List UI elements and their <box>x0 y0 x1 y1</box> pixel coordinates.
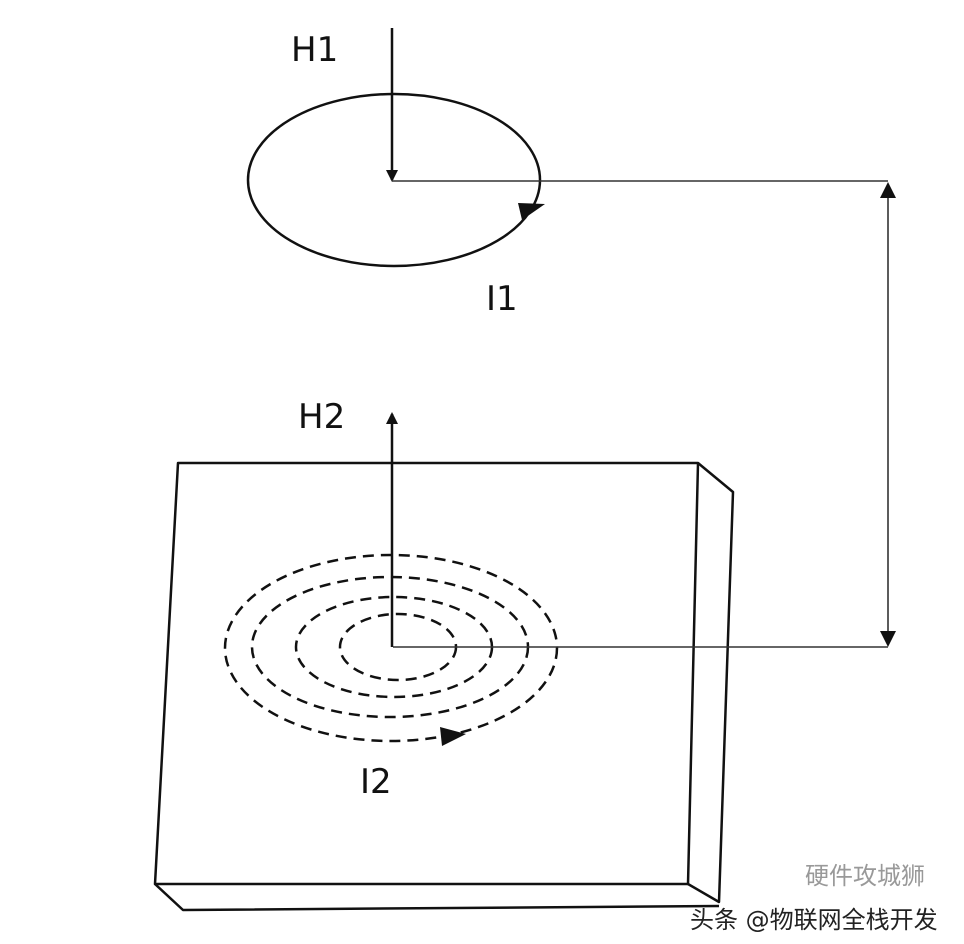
distance-arrow-head-bottom <box>880 631 896 647</box>
label-h2: H2 <box>298 397 345 437</box>
current-arrow-i2 <box>440 727 466 746</box>
label-i2: I2 <box>360 762 392 802</box>
current-arrow-i1 <box>518 203 545 220</box>
coil-loop-1 <box>246 92 542 268</box>
label-i1: I1 <box>486 279 518 319</box>
label-h1: H1 <box>291 30 338 70</box>
watermark-back: 硬件攻城狮 <box>805 862 925 890</box>
watermark-front: 头条 @物联网全栈开发 <box>690 906 938 934</box>
metal-plate <box>153 461 735 912</box>
distance-arrow-head-top <box>880 182 896 198</box>
